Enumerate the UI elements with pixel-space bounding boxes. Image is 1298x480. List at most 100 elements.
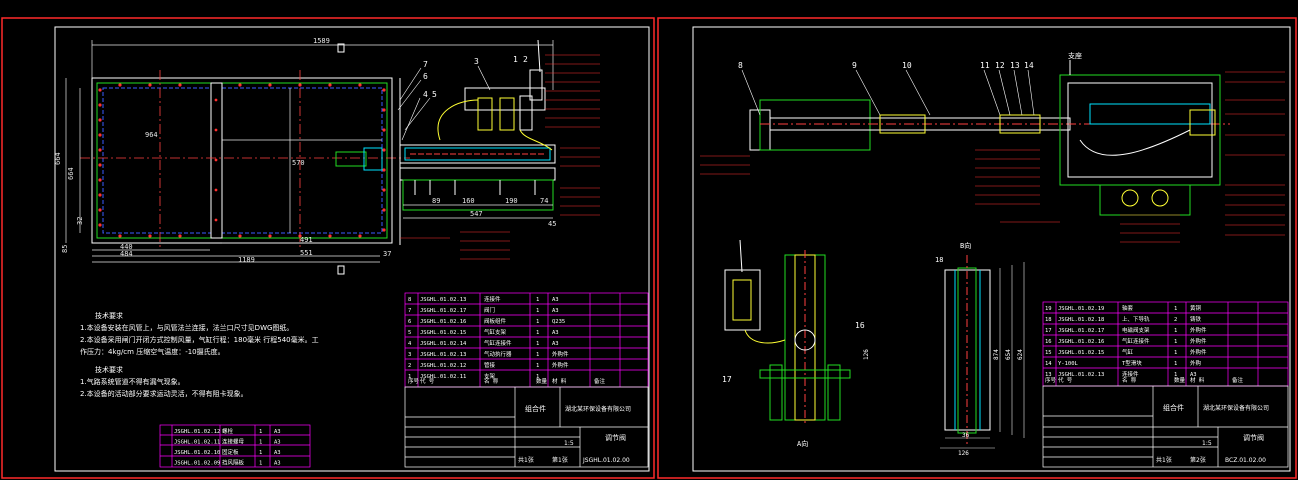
bom-cell: 1	[259, 461, 262, 467]
bom-cell: 黄铜	[1190, 304, 1202, 312]
right-company: 湖北某环保设备有限公司	[1203, 404, 1269, 412]
bom-cell: JSGHL.01.02.09	[174, 461, 220, 467]
dim-1589: 1589	[313, 37, 330, 45]
bom-cell: 外购件	[1190, 348, 1207, 356]
dim-547: 547	[470, 210, 483, 218]
bom-cell: Y-100L	[1058, 361, 1079, 367]
left-title-name: 组合件	[525, 404, 546, 413]
tech-title: 技术要求	[95, 311, 123, 320]
bom-cell: 14	[1045, 361, 1052, 367]
dim-32: 32	[76, 217, 84, 225]
r-balloon-16: 16	[855, 321, 865, 330]
left-sheet-border	[1, 17, 655, 479]
bom-cell: 螺栓	[222, 427, 234, 435]
bom-cell: 7	[408, 308, 411, 314]
bom-cell: JSGHL.01.02.15	[420, 330, 466, 336]
bom-cell: 1	[536, 374, 539, 380]
bom-cell: A3	[552, 330, 559, 336]
right-top-view	[749, 60, 1230, 216]
balloon-7: 7	[423, 60, 428, 69]
bom-header-cell: 代 号	[1058, 376, 1073, 384]
bom-cell: 气缸连接件	[1122, 337, 1150, 345]
balloon-1: 1	[513, 55, 518, 64]
bom-cell: A3	[274, 461, 281, 467]
balloon-2: 2	[523, 55, 528, 64]
dim-160: 160	[462, 197, 475, 205]
left-main-view	[80, 43, 410, 275]
r-view-a: A向	[797, 439, 808, 448]
balloon-3a: 3	[474, 57, 479, 66]
bom-cell: JSGHL.01.02.13	[420, 352, 466, 358]
bom-cell: 挡风隔板	[222, 459, 245, 467]
notes-title: 技术要求	[95, 365, 123, 374]
right-sheet-no: 第2张	[1190, 456, 1206, 464]
right-inner-frame	[692, 26, 1291, 472]
right-scale: 1:5	[1202, 440, 1212, 447]
dim-664-left: 664	[54, 152, 62, 165]
tech-line-1: 1.本设备安装在风管上，与风管法兰连接，法兰口尺寸见DWG图纸。	[80, 323, 293, 332]
r-balloon-12: 12	[995, 61, 1005, 70]
left-sub-bom-table	[159, 424, 311, 468]
dim-45: 45	[548, 220, 556, 228]
bom-cell: 16	[1045, 339, 1052, 345]
bom-cell: 13	[1045, 372, 1052, 378]
bom-header-cell: 数量	[1174, 376, 1186, 384]
bom-cell: JSGHL.01.02.19	[1058, 306, 1104, 312]
left-drawing-no: JSGHL.01.02.00	[582, 457, 630, 464]
right-leader-callouts	[700, 71, 1285, 243]
bom-cell: JSGHL.01.02.12	[420, 363, 466, 369]
bom-cell: 支架	[484, 372, 496, 380]
bom-cell: JSGHL.01.02.17	[1058, 328, 1104, 334]
r-balloon-14: 14	[1024, 61, 1034, 70]
dim-89: 89	[432, 197, 440, 205]
left-leader-callouts	[400, 54, 600, 260]
bom-cell: 电磁阀支架	[1122, 326, 1150, 334]
bom-cell: JSGHL.01.02.13	[420, 297, 466, 303]
bom-cell: 气缸支架	[484, 328, 507, 336]
left-sheet-no: 第1张	[552, 456, 568, 464]
bom-cell: 1	[259, 450, 262, 456]
bom-cell: JSGHL.01.02.11	[420, 374, 466, 380]
bom-cell: A3	[552, 341, 559, 347]
r-balloon-13: 13	[1010, 61, 1020, 70]
left-drawing-name: 调节阀	[605, 433, 626, 442]
bom-cell: JSGHL.01.02.11	[174, 440, 220, 446]
dim-570: 570	[292, 159, 305, 167]
left-company: 湖北某环保设备有限公司	[565, 405, 631, 413]
dim-74: 74	[540, 197, 548, 205]
balloon-6: 6	[423, 72, 428, 81]
balloon-5: 5	[432, 90, 437, 99]
bom-cell: JSGHL.01.02.18	[1058, 317, 1104, 323]
right-drawing-no: BCZ.01.02.00	[1225, 457, 1266, 464]
bom-cell: 1	[1174, 328, 1177, 334]
bom-cell: 外购件	[552, 350, 569, 358]
bom-cell: A3	[552, 308, 559, 314]
bom-cell: 气动执行器	[484, 350, 512, 358]
bom-cell: 2	[1174, 317, 1177, 323]
dim-484: 484	[120, 250, 133, 258]
bom-cell: 连接件	[1122, 370, 1139, 378]
dim-190: 190	[505, 197, 518, 205]
bom-cell: 1	[536, 363, 539, 369]
notes-line-2: 2.本设备的活动部分要求运动灵活，不得有阻卡现象。	[80, 389, 248, 398]
bom-header-cell: 备注	[594, 377, 606, 385]
bom-cell: 轴套	[1122, 304, 1134, 312]
bom-cell: JSGHL.01.02.14	[420, 341, 467, 347]
bom-cell: JSGHL.01.02.10	[174, 450, 220, 456]
left-title-block	[404, 386, 649, 468]
bom-cell: 阀板组件	[484, 317, 507, 325]
bom-cell: 铸铁	[1190, 315, 1202, 323]
left-bom-table	[404, 292, 649, 388]
bom-cell: 1	[536, 352, 539, 358]
bom-cell: 1	[1174, 339, 1177, 345]
bom-cell: 17	[1045, 328, 1052, 334]
bom-cell: 1	[1174, 306, 1177, 312]
r-balloon-9: 9	[852, 61, 857, 70]
bom-cell: 8	[408, 297, 411, 303]
bom-cell: 气缸连接件	[484, 339, 512, 347]
bom-cell: 外购件	[1190, 326, 1207, 334]
bom-cell: JSGHL.01.02.16	[420, 319, 466, 325]
r-dim-126: 126	[863, 349, 870, 360]
right-sheet-border	[657, 17, 1297, 479]
